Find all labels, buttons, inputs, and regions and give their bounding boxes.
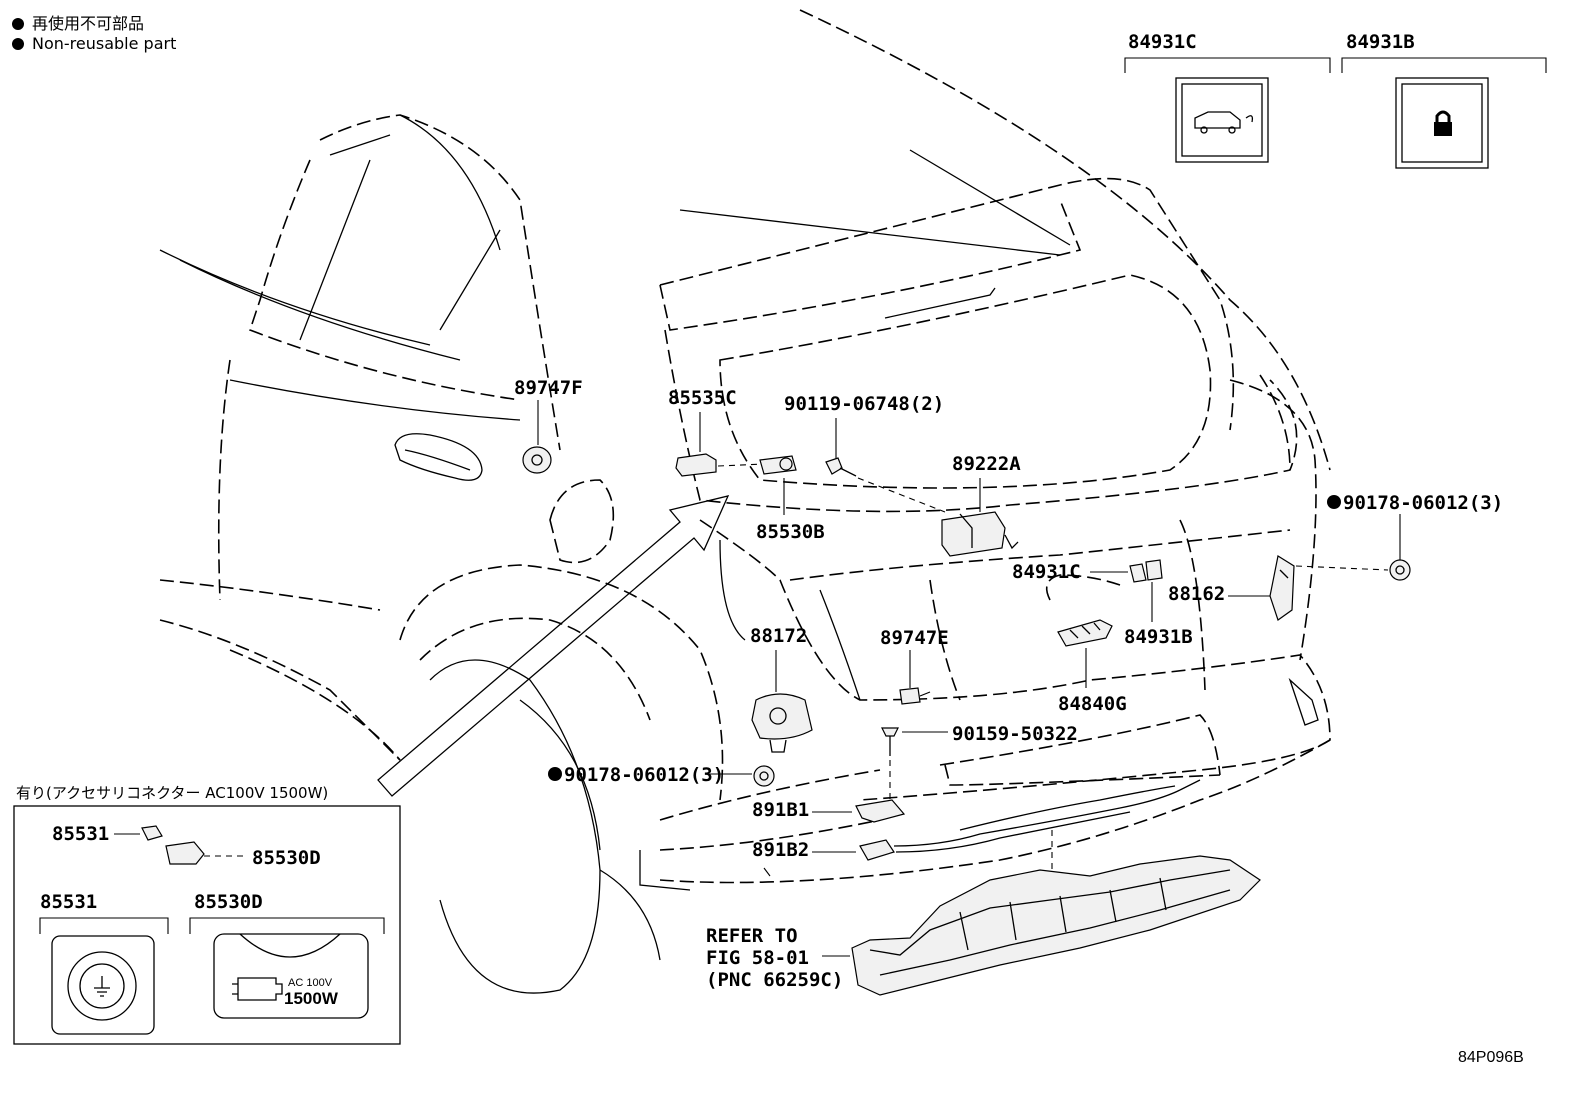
part-84931c: 84931C: [1012, 559, 1163, 583]
inset-title: 有り(アクセサリコネクター AC100V 1500W): [16, 784, 328, 802]
figure-code: 84P096B: [1458, 1049, 1524, 1066]
label-891b2: 891B2: [752, 839, 809, 861]
part-under-cover: REFER TO FIG 58-01 (PNC 66259C): [706, 830, 1261, 996]
label-90119: 90119-06748(2): [784, 393, 944, 415]
switch-84931c-inset: 84931C: [1124, 31, 1331, 163]
vehicle-body-outline: [159, 9, 1331, 994]
label-84931c-top: 84931C: [1128, 31, 1197, 53]
label-90178-right: 90178-06012(3): [1343, 492, 1503, 514]
direction-arrow: [377, 495, 730, 797]
non-reusable-dot-icon: [1327, 495, 1341, 509]
lock-icon: [1434, 110, 1452, 136]
tailgate-icon: [1194, 111, 1241, 129]
power-outlet-icon: [232, 977, 283, 1001]
label-84840g: 84840G: [1058, 693, 1127, 715]
label-84931b-top: 84931B: [1346, 31, 1415, 53]
label-84931c: 84931C: [1012, 561, 1081, 583]
label-85531-b: 85531: [40, 891, 97, 913]
label-891b1: 891B1: [752, 799, 809, 821]
label-85530d-b: 85530D: [194, 891, 263, 913]
ac-voltage-label: AC 100V: [288, 977, 333, 989]
wattage-label: 1500W: [284, 989, 339, 1008]
label-90178-left: 90178-06012(3): [564, 764, 724, 786]
label-88172: 88172: [750, 625, 807, 647]
label-refer-2: FIG 58-01: [706, 947, 809, 969]
part-89747f: 89747F: [514, 377, 583, 474]
label-85535c: 85535C: [668, 387, 737, 409]
part-85535c: 85535C: [668, 387, 766, 477]
part-90178-left: 90178-06012(3): [548, 764, 775, 787]
part-891b2: 891B2: [752, 779, 1201, 877]
label-85531-a: 85531: [52, 823, 109, 845]
legend-japanese-text: 再使用不可部品: [32, 14, 145, 33]
legend-japanese: 再使用不可部品: [12, 10, 144, 34]
label-85530b: 85530B: [756, 521, 825, 543]
part-89747e: 89747E: [880, 627, 949, 705]
label-refer-3: (PNC 66259C): [706, 969, 843, 991]
part-90159-screw: 90159-50322: [881, 723, 1078, 800]
part-85530b: 85530B: [756, 455, 825, 543]
part-90178-right: 90178-06012(3): [1295, 492, 1503, 581]
part-84840g: 84840G: [1057, 619, 1127, 715]
label-89222a: 89222A: [952, 453, 1021, 475]
part-88162: 88162: [1168, 555, 1295, 621]
part-891b1: 891B1: [752, 799, 906, 823]
ground-icon: [94, 976, 110, 997]
part-89222a: 89222A: [941, 453, 1021, 557]
label-89747f: 89747F: [514, 377, 583, 399]
switch-84931b-inset: 84931B: [1341, 31, 1547, 169]
label-84931b: 84931B: [1124, 626, 1193, 648]
label-89747e: 89747E: [880, 627, 949, 649]
label-refer-1: REFER TO: [706, 925, 798, 947]
part-88172: 88172: [750, 625, 813, 753]
legend-english-text: Non-reusable part: [32, 34, 177, 53]
label-85530d-a: 85530D: [252, 847, 321, 869]
non-reusable-dot-icon: [548, 767, 562, 781]
legend-english: Non-reusable part: [12, 34, 176, 53]
non-reusable-dot-icon: [12, 38, 24, 50]
accessory-connector-inset: 有り(アクセサリコネクター AC100V 1500W) 85531 85530D…: [13, 784, 401, 1045]
part-84931b: 84931B: [1124, 582, 1193, 648]
part-90119-bolt: 90119-06748(2): [784, 393, 946, 513]
non-reusable-dot-icon: [12, 18, 24, 30]
label-88162: 88162: [1168, 583, 1225, 605]
label-90159: 90159-50322: [952, 723, 1078, 745]
